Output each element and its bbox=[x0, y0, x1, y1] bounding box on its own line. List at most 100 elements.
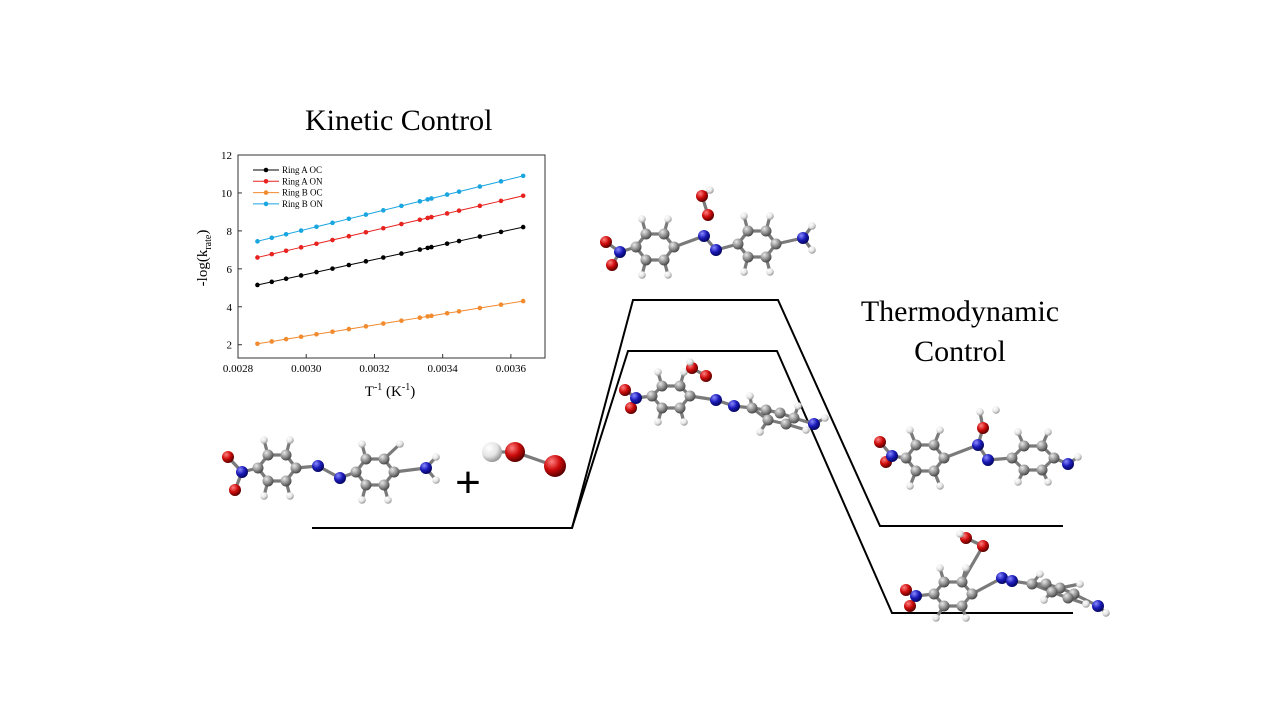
carbon-atom bbox=[640, 254, 652, 266]
carbon-atom bbox=[656, 380, 668, 392]
nitrogen-atom bbox=[728, 400, 740, 412]
data-point bbox=[477, 184, 483, 189]
nitrogen-atom bbox=[334, 472, 346, 484]
hydrogen-atom bbox=[638, 271, 646, 279]
data-point bbox=[269, 251, 275, 257]
data-point bbox=[444, 192, 450, 197]
data-point bbox=[425, 314, 430, 319]
data-point bbox=[346, 233, 352, 239]
data-point bbox=[444, 211, 450, 216]
data-point bbox=[498, 229, 504, 235]
carbon-atom bbox=[742, 225, 754, 237]
data-point bbox=[498, 198, 504, 204]
legend-label: Ring A ON bbox=[282, 176, 323, 186]
transition-state-lower-molecule bbox=[619, 358, 829, 436]
hydrogen-atom bbox=[260, 492, 268, 500]
hydrogen-atom bbox=[1014, 428, 1022, 436]
hydrogen-atom bbox=[396, 440, 404, 448]
legend-label: Ring A OC bbox=[282, 165, 322, 175]
hydrogen-atom bbox=[992, 406, 1000, 414]
carbon-atom bbox=[262, 475, 274, 487]
carbon-atom bbox=[646, 390, 658, 402]
energy-profile bbox=[312, 299, 1073, 614]
hydrogen-atom bbox=[1044, 428, 1052, 436]
data-point bbox=[346, 216, 352, 222]
carbon-atom bbox=[760, 225, 772, 237]
thermo-title-line2: Control bbox=[914, 335, 1006, 368]
data-point bbox=[381, 208, 386, 213]
hydrogen-atom bbox=[976, 408, 984, 416]
carbon-atom bbox=[1062, 592, 1074, 604]
hydrogen-atom bbox=[482, 442, 502, 462]
data-point bbox=[456, 208, 462, 213]
series-ring-a-oc bbox=[255, 224, 526, 288]
carbon-atom bbox=[742, 251, 754, 263]
hydrogen-atom bbox=[932, 614, 940, 622]
hydroxyl-radical-molecule bbox=[482, 442, 566, 477]
legend-marker bbox=[263, 167, 269, 173]
data-point bbox=[363, 259, 369, 264]
carbon-atom bbox=[928, 588, 940, 600]
legend-label: Ring B OC bbox=[282, 188, 323, 198]
x-tick-label: 0.0036 bbox=[496, 363, 527, 375]
carbon-atom bbox=[1046, 586, 1058, 598]
hydrogen-atom bbox=[384, 496, 392, 504]
data-point bbox=[399, 203, 404, 209]
carbon-atom bbox=[360, 453, 372, 465]
hydrogen-atom bbox=[746, 392, 754, 400]
chart-series bbox=[255, 173, 526, 347]
data-point bbox=[255, 239, 260, 244]
legend-marker bbox=[263, 190, 269, 195]
data-point bbox=[477, 305, 483, 311]
carbon-atom bbox=[760, 251, 772, 263]
nitrogen-atom bbox=[1092, 600, 1104, 612]
carbon-atom bbox=[290, 462, 302, 474]
x-axis-label: T-1 (K-1) bbox=[365, 382, 415, 400]
legend-marker bbox=[263, 201, 269, 207]
data-point bbox=[520, 173, 526, 179]
oxygen-atom bbox=[874, 436, 886, 448]
hydrogen-atom bbox=[1076, 580, 1084, 588]
carbon-atom bbox=[928, 439, 940, 451]
hydrogen-atom bbox=[358, 496, 366, 504]
carbon-atom bbox=[1018, 464, 1030, 476]
data-point bbox=[417, 247, 423, 252]
reactant-azobenzene-molecule bbox=[222, 436, 440, 504]
data-point bbox=[330, 220, 335, 226]
nitrogen-atom bbox=[808, 418, 820, 430]
carbon-atom bbox=[674, 380, 686, 392]
carbon-atom bbox=[1036, 440, 1048, 452]
x-tick-label: 0.0028 bbox=[223, 363, 254, 375]
hydrogen-atom bbox=[1074, 453, 1082, 461]
hydrogen-atom bbox=[286, 436, 294, 444]
carbon-atom bbox=[656, 402, 668, 414]
hydrogen-atom bbox=[680, 368, 688, 376]
carbon-atom bbox=[658, 254, 670, 266]
data-point bbox=[444, 241, 450, 246]
y-tick-label: 8 bbox=[227, 226, 233, 238]
product-upper-molecule bbox=[874, 406, 1082, 490]
carbon-atom bbox=[388, 466, 400, 478]
nitrogen-atom bbox=[698, 230, 710, 242]
chart-frame bbox=[237, 154, 546, 359]
data-point bbox=[417, 217, 423, 223]
carbon-atom bbox=[966, 588, 978, 600]
nitrogen-atom bbox=[972, 439, 984, 451]
nitrogen-atom bbox=[420, 462, 432, 474]
data-point bbox=[399, 221, 404, 227]
hydrogen-atom bbox=[740, 212, 748, 220]
data-point bbox=[330, 237, 335, 243]
series-line bbox=[257, 226, 524, 286]
nitrogen-atom bbox=[996, 572, 1008, 584]
data-point bbox=[425, 245, 430, 251]
x-tick-label: 0.0032 bbox=[359, 363, 389, 375]
nitrogen-atom bbox=[910, 590, 922, 602]
carbon-atom bbox=[674, 402, 686, 414]
oxygen-atom bbox=[696, 190, 708, 202]
hydrogen-atom bbox=[680, 418, 688, 426]
oxygen-atom bbox=[229, 484, 241, 496]
oxygen-atom bbox=[625, 402, 637, 414]
oxygen-atom bbox=[702, 209, 714, 221]
carbon-atom bbox=[1026, 578, 1038, 590]
